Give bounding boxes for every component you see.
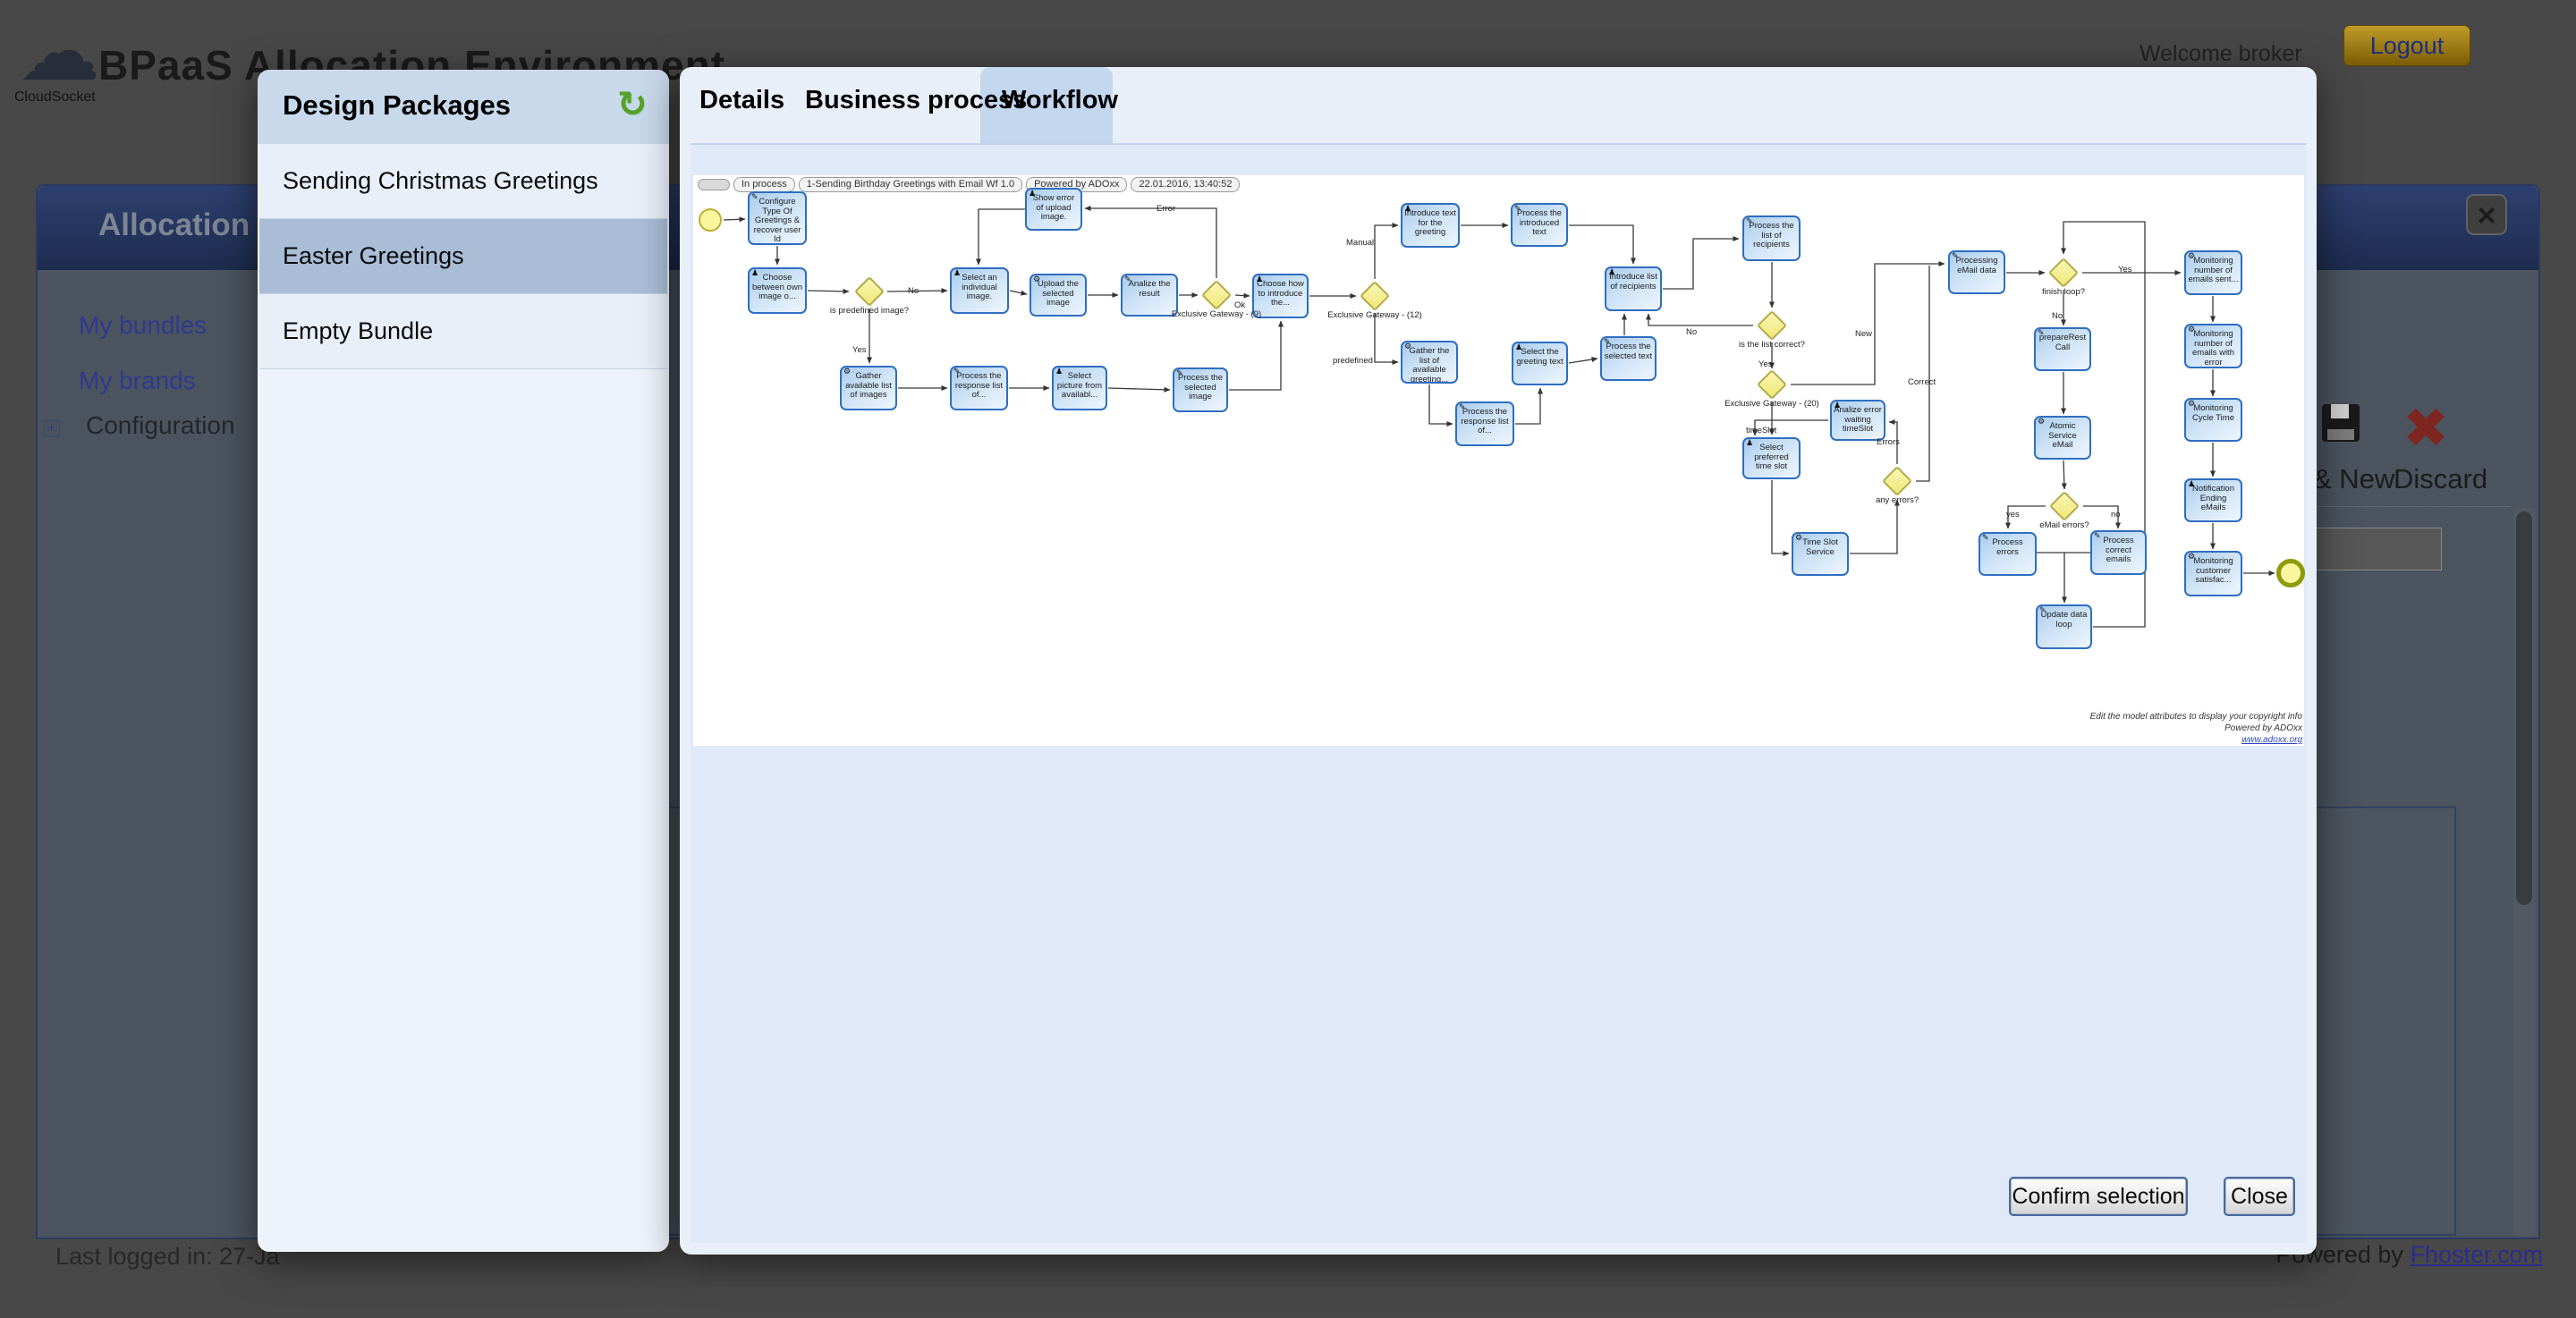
diagram-toolbar: In process 1-Sending Birthday Greetings … [698,177,1243,192]
diagram-toolbar-oval [698,179,730,190]
logo-text: CloudSocket [14,89,96,105]
pill-status: In process [733,177,795,192]
active-tab-background [980,67,1113,144]
discard-icon: ✖ [2402,395,2449,460]
fhoster-link[interactable]: Fhoster.com [2410,1241,2543,1268]
design-packages-title: Design Packages [283,89,512,121]
diagram-copyright: Edit the model attributes to display you… [1941,711,2302,746]
refresh-icon[interactable]: ↻ [617,84,648,125]
close-button[interactable]: Close [2224,1177,2295,1216]
nav-configuration[interactable]: Configuration [86,411,235,439]
nav-my-bundles[interactable]: My bundles [79,311,208,339]
tree-expand-icon[interactable]: + [43,420,60,437]
allocation-window-title: Allocation E [98,207,280,242]
confirm-selection-button[interactable]: Confirm selection [2009,1177,2188,1216]
pill-powered-by: Powered by ADOxx [1026,177,1128,192]
adoxx-link[interactable]: www.adoxx.org [2241,735,2302,745]
discard-button[interactable]: Discard [2394,463,2488,494]
pill-model-name: 1-Sending Birthday Greetings with Email … [798,177,1023,192]
pill-timestamp: 22.01.2016, 13:40:52 [1131,177,1241,192]
scrollbar-thumb[interactable] [2516,511,2532,905]
logout-button[interactable]: Logout [2343,25,2470,66]
welcome-text: Welcome broker [2140,41,2302,66]
package-item-easter-greetings[interactable]: Easter Greetings [259,219,667,294]
tab-business-process[interactable]: Business process [805,86,1028,114]
copyright-line: Edit the model attributes to display you… [2089,712,2302,722]
package-item-sending-christmas-greetings[interactable]: Sending Christmas Greetings [259,144,667,219]
save-new-button[interactable]: & New [2313,463,2395,494]
copyright-line: Powered by ADOxx [2224,723,2302,733]
tab-details[interactable]: Details [699,86,785,114]
last-login-text: Last logged in: 27-Ja [55,1243,280,1270]
nav-my-brands[interactable]: My brands [79,367,196,394]
save-icon [2322,404,2360,442]
package-item-empty-bundle[interactable]: Empty Bundle [259,294,667,369]
cloudsocket-logo-icon: ☁ [18,4,100,99]
window-close-icon[interactable]: × [2466,194,2507,235]
workflow-canvas [693,175,2304,746]
powered-by-text: Powered by Fhoster.com [2275,1241,2543,1269]
tab-workflow[interactable]: Workflow [1002,86,1118,114]
design-packages-header [258,70,669,144]
toolbar-divider [2315,506,2510,507]
